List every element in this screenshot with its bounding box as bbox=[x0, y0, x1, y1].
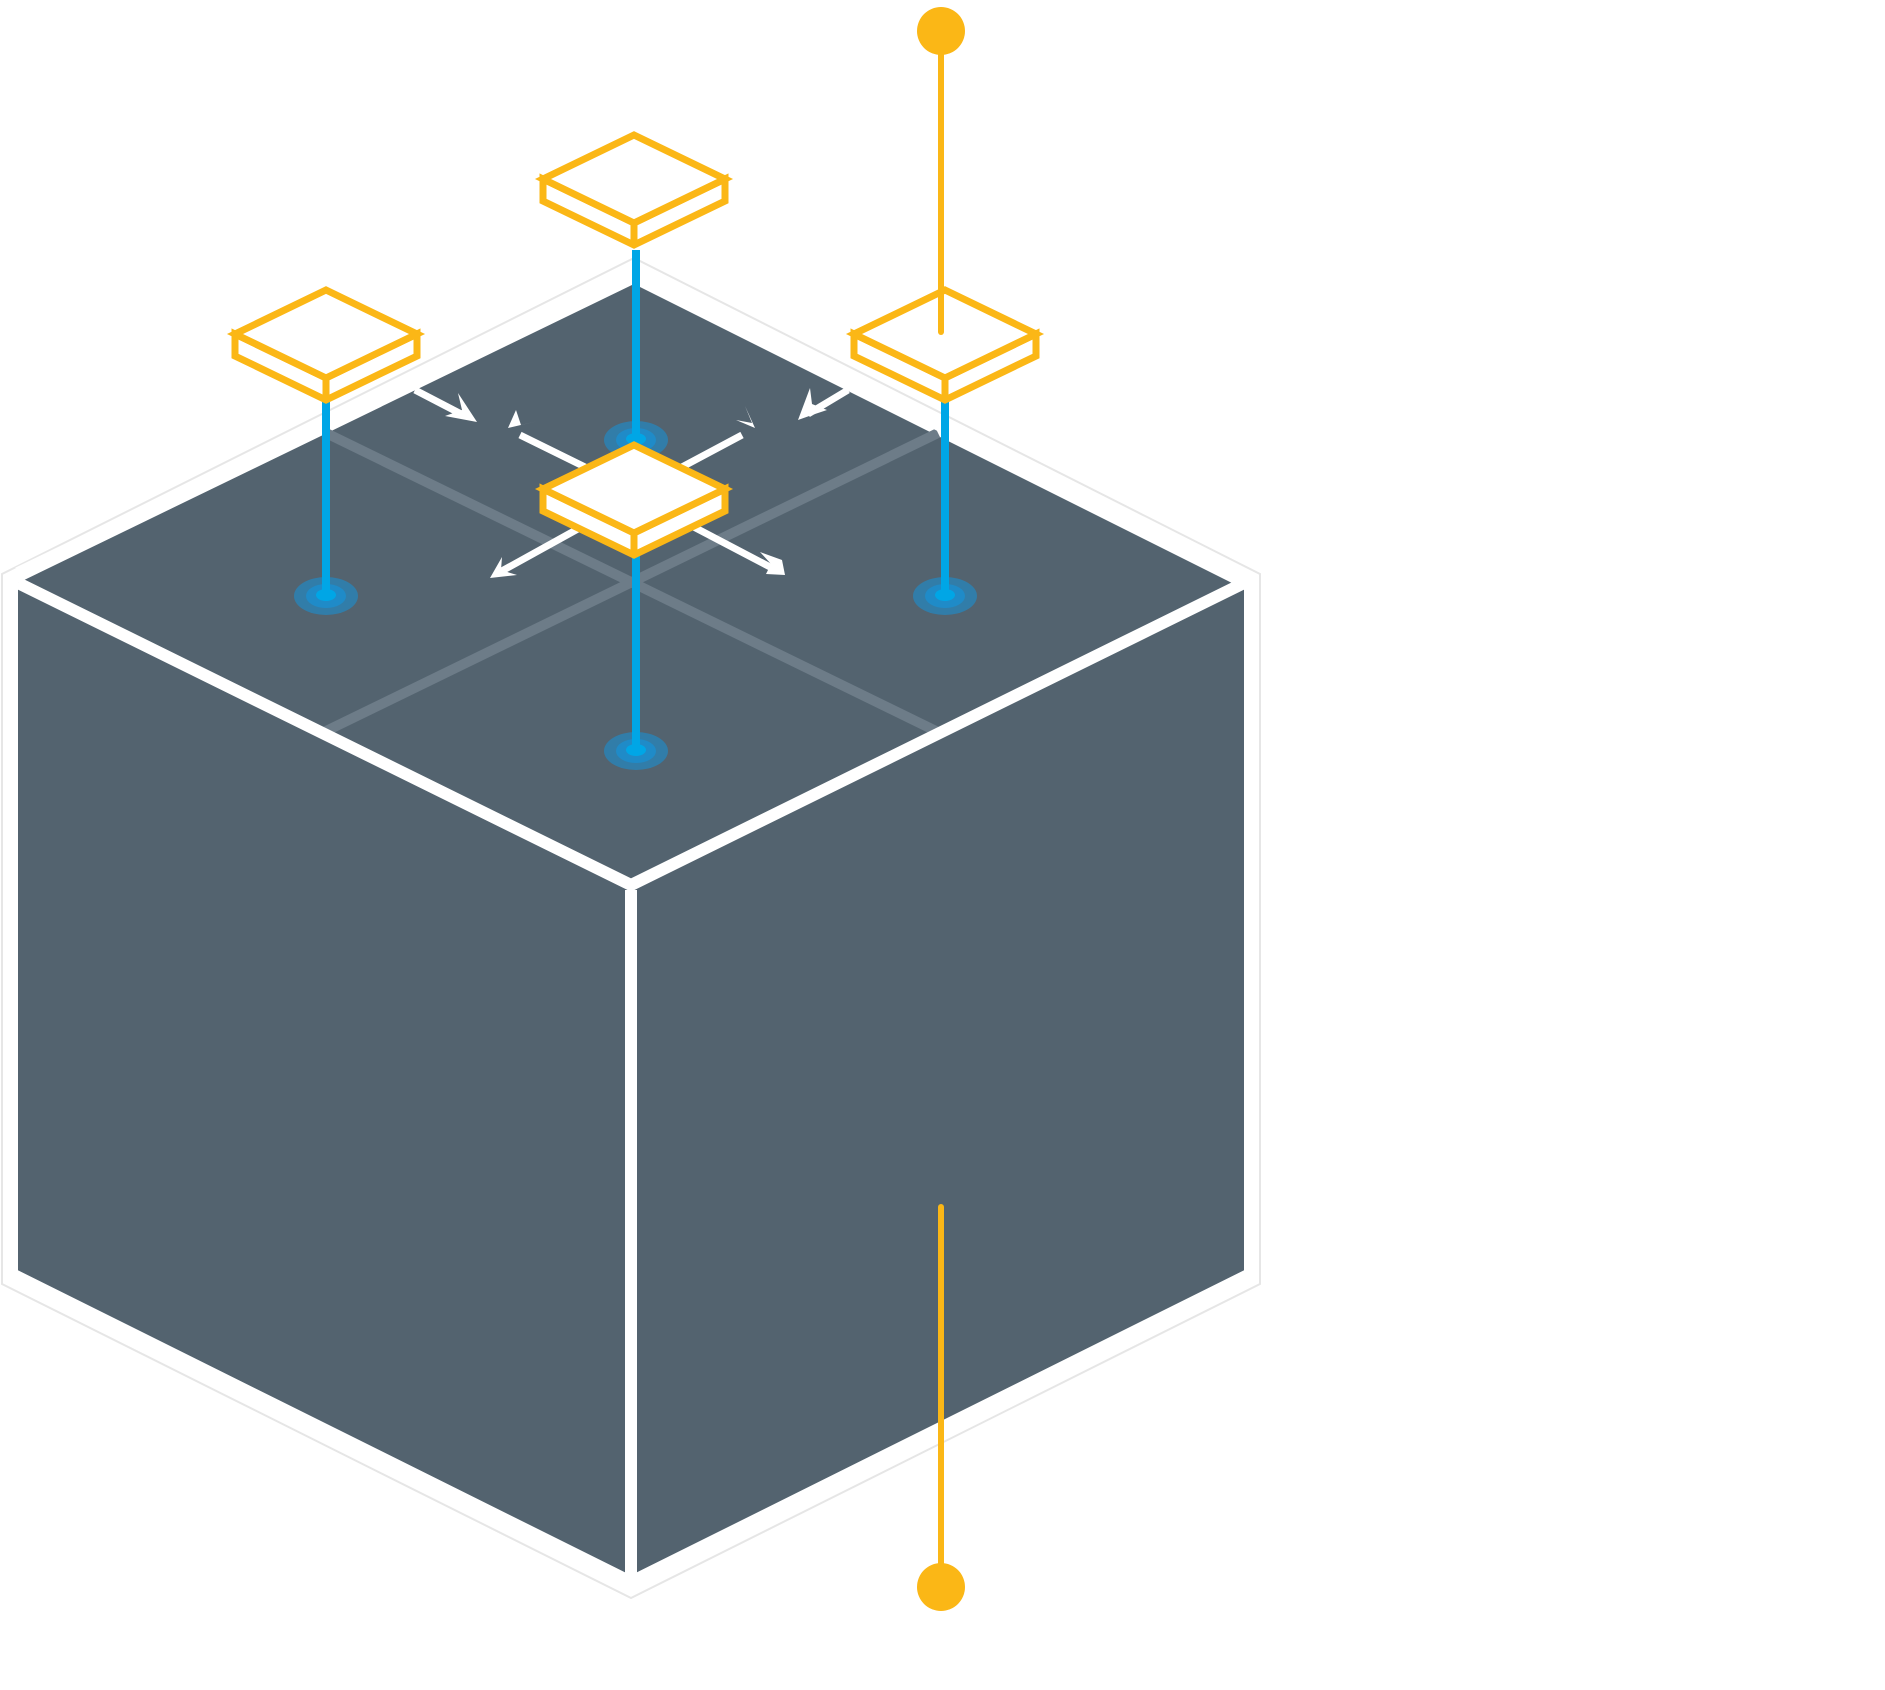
arrow-icon bbox=[445, 388, 827, 578]
pin-icon bbox=[917, 1563, 965, 1611]
node-dot-icon bbox=[604, 732, 668, 770]
cube-right-face bbox=[631, 583, 1244, 1576]
grid-line bbox=[319, 428, 941, 738]
cube-edge bbox=[15, 577, 1247, 892]
platform-top-center bbox=[534, 131, 734, 249]
platform-center bbox=[534, 441, 734, 559]
platform-right bbox=[845, 286, 1045, 404]
node-dot-icon bbox=[913, 577, 977, 615]
node-dot-icon bbox=[294, 577, 358, 615]
platform-left bbox=[226, 286, 426, 404]
cube-left-face bbox=[18, 583, 631, 1576]
cube-edge bbox=[9, 1268, 1253, 1589]
pin-icon bbox=[917, 7, 965, 55]
